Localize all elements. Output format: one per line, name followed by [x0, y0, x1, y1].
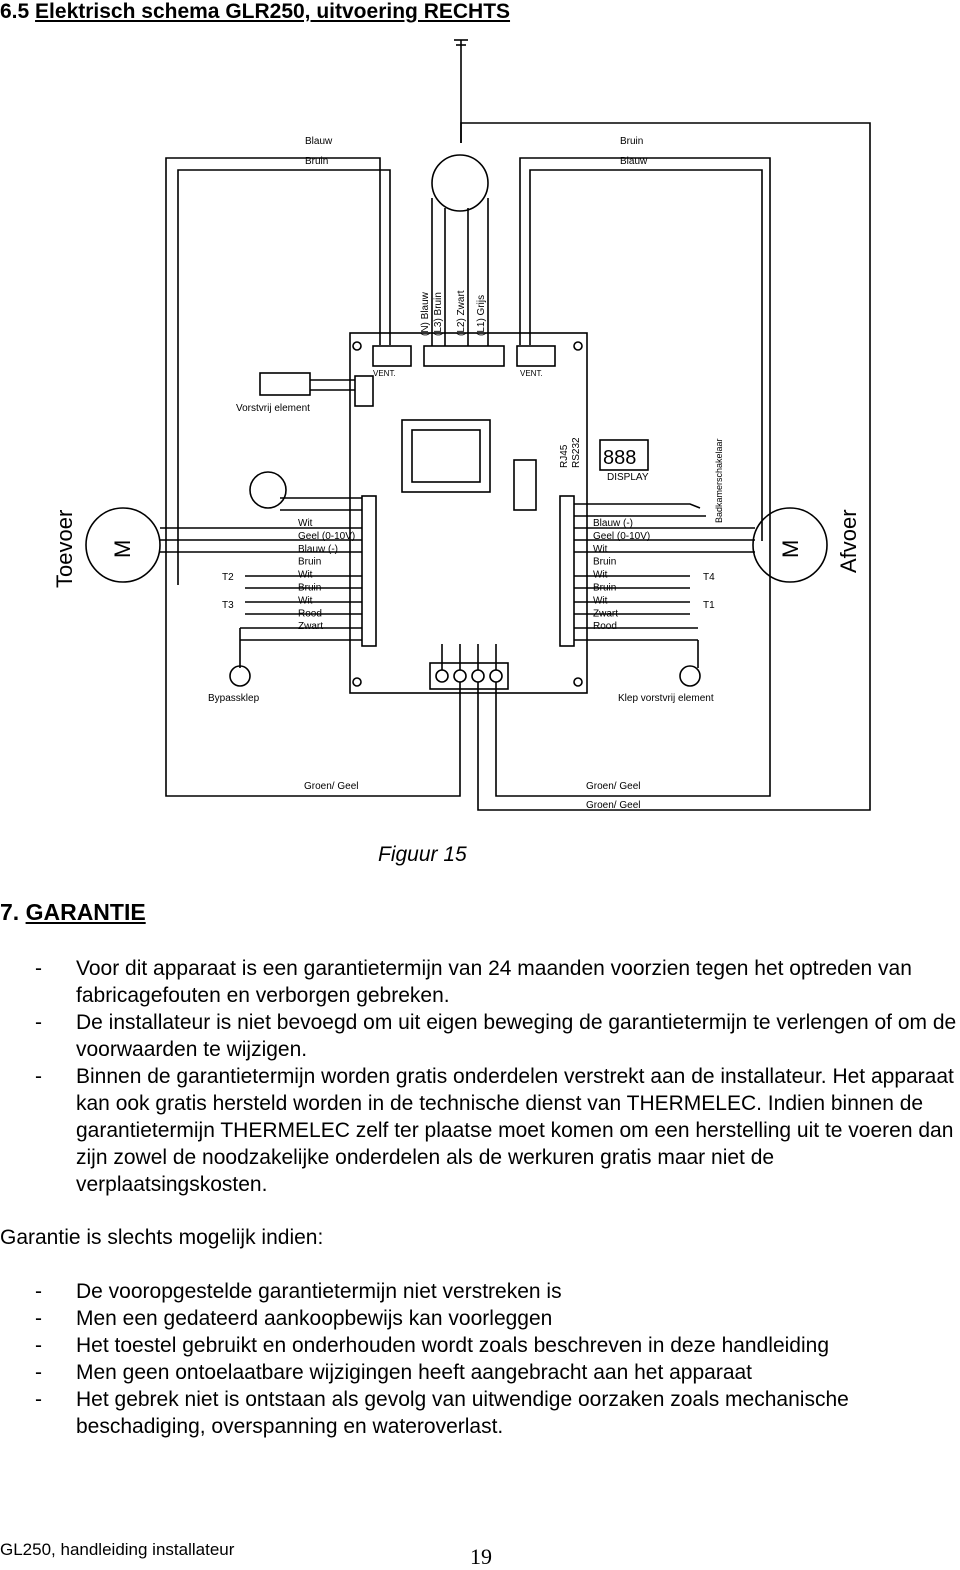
- groen-geel-label-2: Groen/ Geel: [586, 781, 640, 792]
- list-item: - Men een gedateerd aankoopbewijs kan vo…: [35, 1307, 553, 1330]
- footer-text: GL250, handleiding installateur: [0, 1540, 235, 1559]
- garantie-title: GARANTIE: [25, 899, 146, 925]
- garantie-bullets: - Voor dit apparaat is een garantietermi…: [0, 955, 960, 1198]
- vent-label-left: VENT.: [373, 369, 396, 378]
- klep-label: Klep vorstvrij element: [618, 693, 714, 704]
- motor-label-left: M: [110, 540, 135, 558]
- wire-label-bruin-right: Bruin: [620, 136, 643, 147]
- section-title: 6.5 Elektrisch schema GLR250, uitvoering…: [0, 0, 510, 24]
- t2-label: T2: [222, 572, 234, 583]
- right-terminal-label: Rood: [593, 621, 617, 632]
- badkamer-label: Badkamerschakelaar: [714, 438, 724, 523]
- right-terminal-label: Bruin: [593, 557, 616, 568]
- page-number: 19: [470, 1544, 492, 1569]
- display-label: DISPLAY: [607, 472, 649, 483]
- list-item: - Binnen de garantietermijn worden grati…: [35, 1065, 954, 1196]
- section-number: 6.5: [0, 0, 30, 23]
- left-terminal-label: Wit: [298, 570, 313, 581]
- list-item: - De installateur is niet bevoegd om uit…: [35, 1011, 957, 1061]
- left-terminal-label: Bruin: [298, 583, 321, 594]
- list-item: - Het gebrek niet is ontstaan als gevolg…: [35, 1388, 849, 1438]
- groen-geel-label-3: Groen/ Geel: [586, 800, 640, 811]
- afvoer-label: Afvoer: [836, 509, 861, 573]
- groen-geel-label-1: Groen/ Geel: [304, 781, 358, 792]
- left-terminal-label: Zwart: [298, 621, 323, 632]
- garantie-number: 7.: [0, 899, 20, 925]
- display-digits: 888: [603, 447, 636, 469]
- wiring-diagram: Blauw Bruin Bruin Blauw (N) Blauw (L3) B…: [52, 39, 871, 811]
- right-terminal-label: Bruin: [593, 583, 616, 594]
- list-item: - Men geen ontoelaatbare wijzigingen hee…: [35, 1361, 753, 1384]
- left-terminal-label: Wit: [298, 595, 313, 606]
- figure-caption: Figuur 15: [378, 843, 467, 866]
- wire-label-blauw-left: Blauw: [305, 136, 333, 147]
- plug-label-n: (N) Blauw: [420, 291, 431, 336]
- t4-label: T4: [703, 572, 715, 583]
- plug-label-l2: (L2) Zwart: [456, 290, 467, 336]
- left-terminal-label: Bruin: [298, 557, 321, 568]
- right-terminal-label: Wit: [593, 595, 608, 606]
- right-terminal-label: Wit: [593, 544, 608, 555]
- right-terminal-label: Wit: [593, 570, 608, 581]
- t1-label: T1: [703, 600, 715, 611]
- condition-intro: Garantie is slechts mogelijk indien:: [0, 1226, 324, 1249]
- wire-label-blauw-right: Blauw: [620, 156, 648, 167]
- vorstvrij-label: Vorstvrij element: [236, 403, 310, 414]
- rs232-label: RS232: [571, 437, 582, 468]
- plug-label-l3: (L3) Bruin: [433, 292, 444, 336]
- list-item: - Voor dit apparaat is een garantietermi…: [35, 957, 912, 1007]
- left-terminal-label: Geel (0-10V): [298, 531, 355, 542]
- garantie-conditions: - De vooropgestelde garantietermijn niet…: [0, 1278, 960, 1440]
- right-terminal-label: Geel (0-10V): [593, 531, 650, 542]
- motor-label-right: M: [778, 540, 803, 558]
- section-title-text: Elektrisch schema GLR250, uitvoering REC…: [35, 0, 511, 23]
- right-terminal-label: Zwart: [593, 608, 618, 619]
- toevoer-label: Toevoer: [52, 510, 77, 588]
- left-terminal-label: Blauw (-): [298, 544, 338, 555]
- list-item: - De vooropgestelde garantietermijn niet…: [35, 1280, 562, 1303]
- vent-label-right: VENT.: [520, 369, 543, 378]
- bypassklep-label: Bypassklep: [208, 693, 260, 704]
- left-terminal-label: Wit: [298, 518, 313, 529]
- plug-label-l1: (L1) Grijs: [476, 295, 487, 336]
- t3-label: T3: [222, 600, 234, 611]
- right-terminal-label: Blauw (-): [593, 518, 633, 529]
- garantie-heading: 7. GARANTIE: [0, 899, 146, 926]
- list-item: - Het toestel gebruikt en onderhouden wo…: [35, 1334, 830, 1357]
- left-terminal-label: Rood: [298, 608, 322, 619]
- wire-label-bruin-left: Bruin: [305, 156, 328, 167]
- rj45-label: RJ45: [559, 444, 570, 468]
